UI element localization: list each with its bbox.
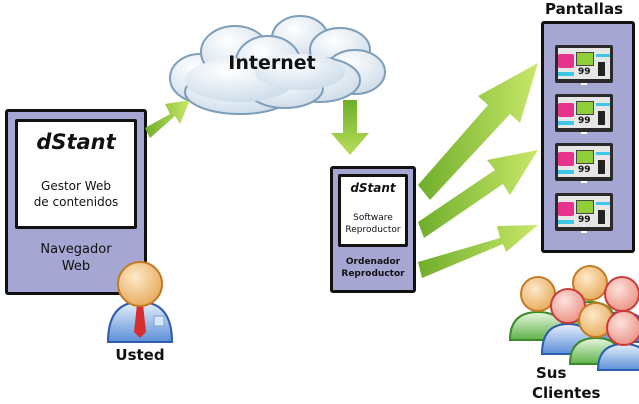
screen-price: 99 — [578, 67, 591, 77]
screen-green-graphic — [576, 101, 594, 115]
user-icon — [106, 261, 174, 343]
screen-pink-graphic — [558, 152, 574, 166]
screen-cyan-bar — [596, 202, 610, 205]
screen-display: 99 — [558, 48, 610, 79]
user-label: Usted — [115, 346, 165, 364]
screen-cyan-bar — [596, 152, 610, 155]
arrow-player-to-screen-2 — [418, 150, 538, 238]
screen-stand — [581, 181, 587, 183]
screen-price: 99 — [578, 165, 591, 175]
screen-stand — [581, 231, 587, 233]
screen-stand — [581, 132, 587, 134]
clients-label-line2: Clientes — [532, 384, 601, 402]
browser-label-line1: Navegador — [40, 242, 112, 257]
screen-display: 99 — [558, 196, 610, 227]
screen-cyan-bar — [558, 121, 574, 125]
screen-dark-block — [598, 160, 605, 174]
screen-display: 99 — [558, 146, 610, 177]
screen-cyan-bar — [596, 54, 610, 57]
clients-label-line1: Sus — [536, 364, 567, 382]
internet-label: Internet — [228, 52, 316, 74]
browser-label-line2: Web — [61, 259, 91, 274]
player-label-line1: Ordenador — [345, 257, 401, 267]
screen-cyan-bar — [558, 220, 574, 224]
screen-green-graphic — [576, 200, 594, 214]
player-software-line1: Software — [353, 213, 393, 223]
screen-1: 99 — [555, 45, 613, 85]
player-software-line2: Reproductor — [345, 225, 401, 235]
screen-green-graphic — [576, 52, 594, 66]
screen-pink-graphic — [558, 103, 574, 117]
screen-pink-graphic — [558, 54, 574, 68]
screen-stand — [581, 83, 587, 85]
player-label-line2: Reproductor — [341, 269, 405, 279]
arrow-cloud-to-player — [331, 100, 369, 155]
screen-dark-block — [598, 62, 605, 76]
arrow-browser-to-cloud — [145, 100, 190, 138]
screen-cyan-bar — [558, 72, 574, 76]
arrow-player-to-screen-1 — [418, 63, 538, 200]
screen-2: 99 — [555, 94, 613, 134]
player-box: dStant Software Reproductor Ordenador Re… — [330, 166, 416, 293]
player-dstant-logo: dStant — [350, 181, 396, 195]
screen-price: 99 — [578, 215, 591, 225]
dstant-logo: dStant — [36, 130, 116, 154]
screen-cyan-bar — [558, 170, 574, 174]
screen-pink-graphic — [558, 202, 574, 216]
screen-dark-block — [598, 210, 605, 224]
cms-inner-box: dStant Gestor Web de contenidos — [15, 119, 137, 229]
cms-label-line2: de contenidos — [33, 195, 119, 209]
player-inner-box: dStant Software Reproductor — [338, 174, 408, 247]
clients-icon — [508, 265, 639, 371]
screen-cyan-bar — [596, 103, 610, 106]
screen-3: 99 — [555, 143, 613, 183]
screen-display: 99 — [558, 97, 610, 128]
screen-green-graphic — [576, 150, 594, 164]
client-person — [596, 310, 639, 371]
screens-title: Pantallas — [544, 0, 624, 18]
screen-4: 99 — [555, 193, 613, 233]
arrow-player-to-screen-3 — [418, 225, 538, 278]
browser-box: dStant Gestor Web de contenidos Navegado… — [5, 109, 147, 295]
screen-price: 99 — [578, 116, 591, 126]
screen-dark-block — [598, 111, 605, 125]
cms-label-line1: Gestor Web — [41, 179, 111, 193]
